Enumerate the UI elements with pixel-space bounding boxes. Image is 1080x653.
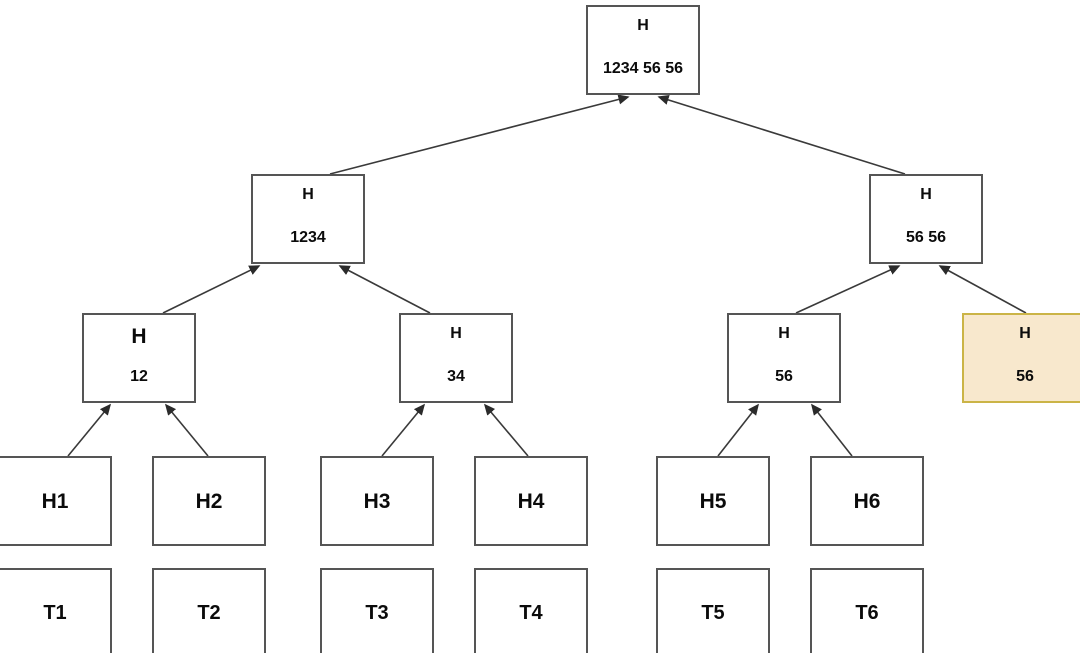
- transaction-node-t4[interactable]: T4: [474, 568, 588, 653]
- hash-node-value: 34: [447, 368, 465, 385]
- hash-node-h56[interactable]: H 56: [727, 313, 841, 403]
- transaction-label: T5: [701, 602, 725, 624]
- transaction-label: T4: [519, 602, 543, 624]
- transaction-label: T2: [197, 602, 221, 624]
- transaction-label: T6: [855, 602, 879, 624]
- leaf-hash-label: H2: [195, 489, 223, 513]
- hash-node-value: 56: [1016, 368, 1034, 385]
- leaf-hash-label: H4: [517, 489, 545, 513]
- hash-node-h12[interactable]: H 12: [82, 313, 196, 403]
- hash-node-h1234[interactable]: H 1234: [251, 174, 365, 264]
- tree-edge-hl6-to-h56: [811, 403, 853, 457]
- hash-node-title: H: [450, 325, 462, 342]
- leaf-hash-node-h3[interactable]: H3: [320, 456, 434, 546]
- transaction-node-t5[interactable]: T5: [656, 568, 770, 653]
- tree-edge-hl4-to-h34: [483, 403, 529, 457]
- hash-node-value: 12: [130, 368, 148, 385]
- tree-edge-hl2-to-h12: [164, 403, 209, 457]
- transaction-label: T3: [365, 602, 389, 624]
- tree-edges: [67, 94, 1027, 457]
- tree-edge-h12-to-h1234: [162, 265, 261, 314]
- transaction-node-t2[interactable]: T2: [152, 568, 266, 653]
- leaf-hash-node-h6[interactable]: H6: [810, 456, 924, 546]
- hash-node-h34[interactable]: H 34: [399, 313, 513, 403]
- hash-node-value: 56 56: [905, 229, 947, 246]
- tree-edge-h34-to-h1234: [338, 265, 431, 314]
- hash-node-title: H: [637, 17, 649, 34]
- leaf-hash-label: H1: [41, 489, 69, 513]
- leaf-hash-node-h5[interactable]: H5: [656, 456, 770, 546]
- hash-node-value: 1234 56 56: [602, 60, 684, 77]
- tree-edge-hl3-to-h34: [381, 403, 426, 457]
- leaf-hash-label: H5: [699, 489, 727, 513]
- tree-edge-h1234-to-root: [329, 94, 630, 175]
- hash-node-h56b[interactable]: H 56: [962, 313, 1080, 403]
- leaf-hash-node-h1[interactable]: H1: [0, 456, 112, 546]
- transaction-label: T1: [43, 602, 67, 624]
- leaf-hash-node-h4[interactable]: H4: [474, 456, 588, 546]
- transaction-node-t6[interactable]: T6: [810, 568, 924, 653]
- tree-edge-h56-to-h5656: [795, 265, 901, 314]
- hash-node-title: H: [778, 325, 790, 342]
- hash-node-h5656[interactable]: H 56 56: [869, 174, 983, 264]
- hash-node-title: H: [131, 325, 147, 348]
- leaf-hash-node-h2[interactable]: H2: [152, 456, 266, 546]
- tree-edge-hl1-to-h12: [67, 403, 112, 457]
- hash-node-root[interactable]: H 1234 56 56: [586, 5, 700, 95]
- transaction-node-t1[interactable]: T1: [0, 568, 112, 653]
- transaction-node-t3[interactable]: T3: [320, 568, 434, 653]
- tree-edge-hl5-to-h56: [717, 403, 759, 457]
- hash-node-value: 1234: [290, 229, 326, 246]
- hash-node-title: H: [1019, 325, 1031, 342]
- tree-edge-h5656-to-root: [657, 94, 906, 175]
- hash-node-value: 56: [775, 368, 793, 385]
- hash-node-title: H: [302, 186, 314, 203]
- leaf-hash-label: H6: [853, 489, 881, 513]
- tree-edge-h56b-to-h5656: [938, 265, 1027, 314]
- leaf-hash-label: H3: [363, 489, 391, 513]
- hash-node-title: H: [920, 186, 932, 203]
